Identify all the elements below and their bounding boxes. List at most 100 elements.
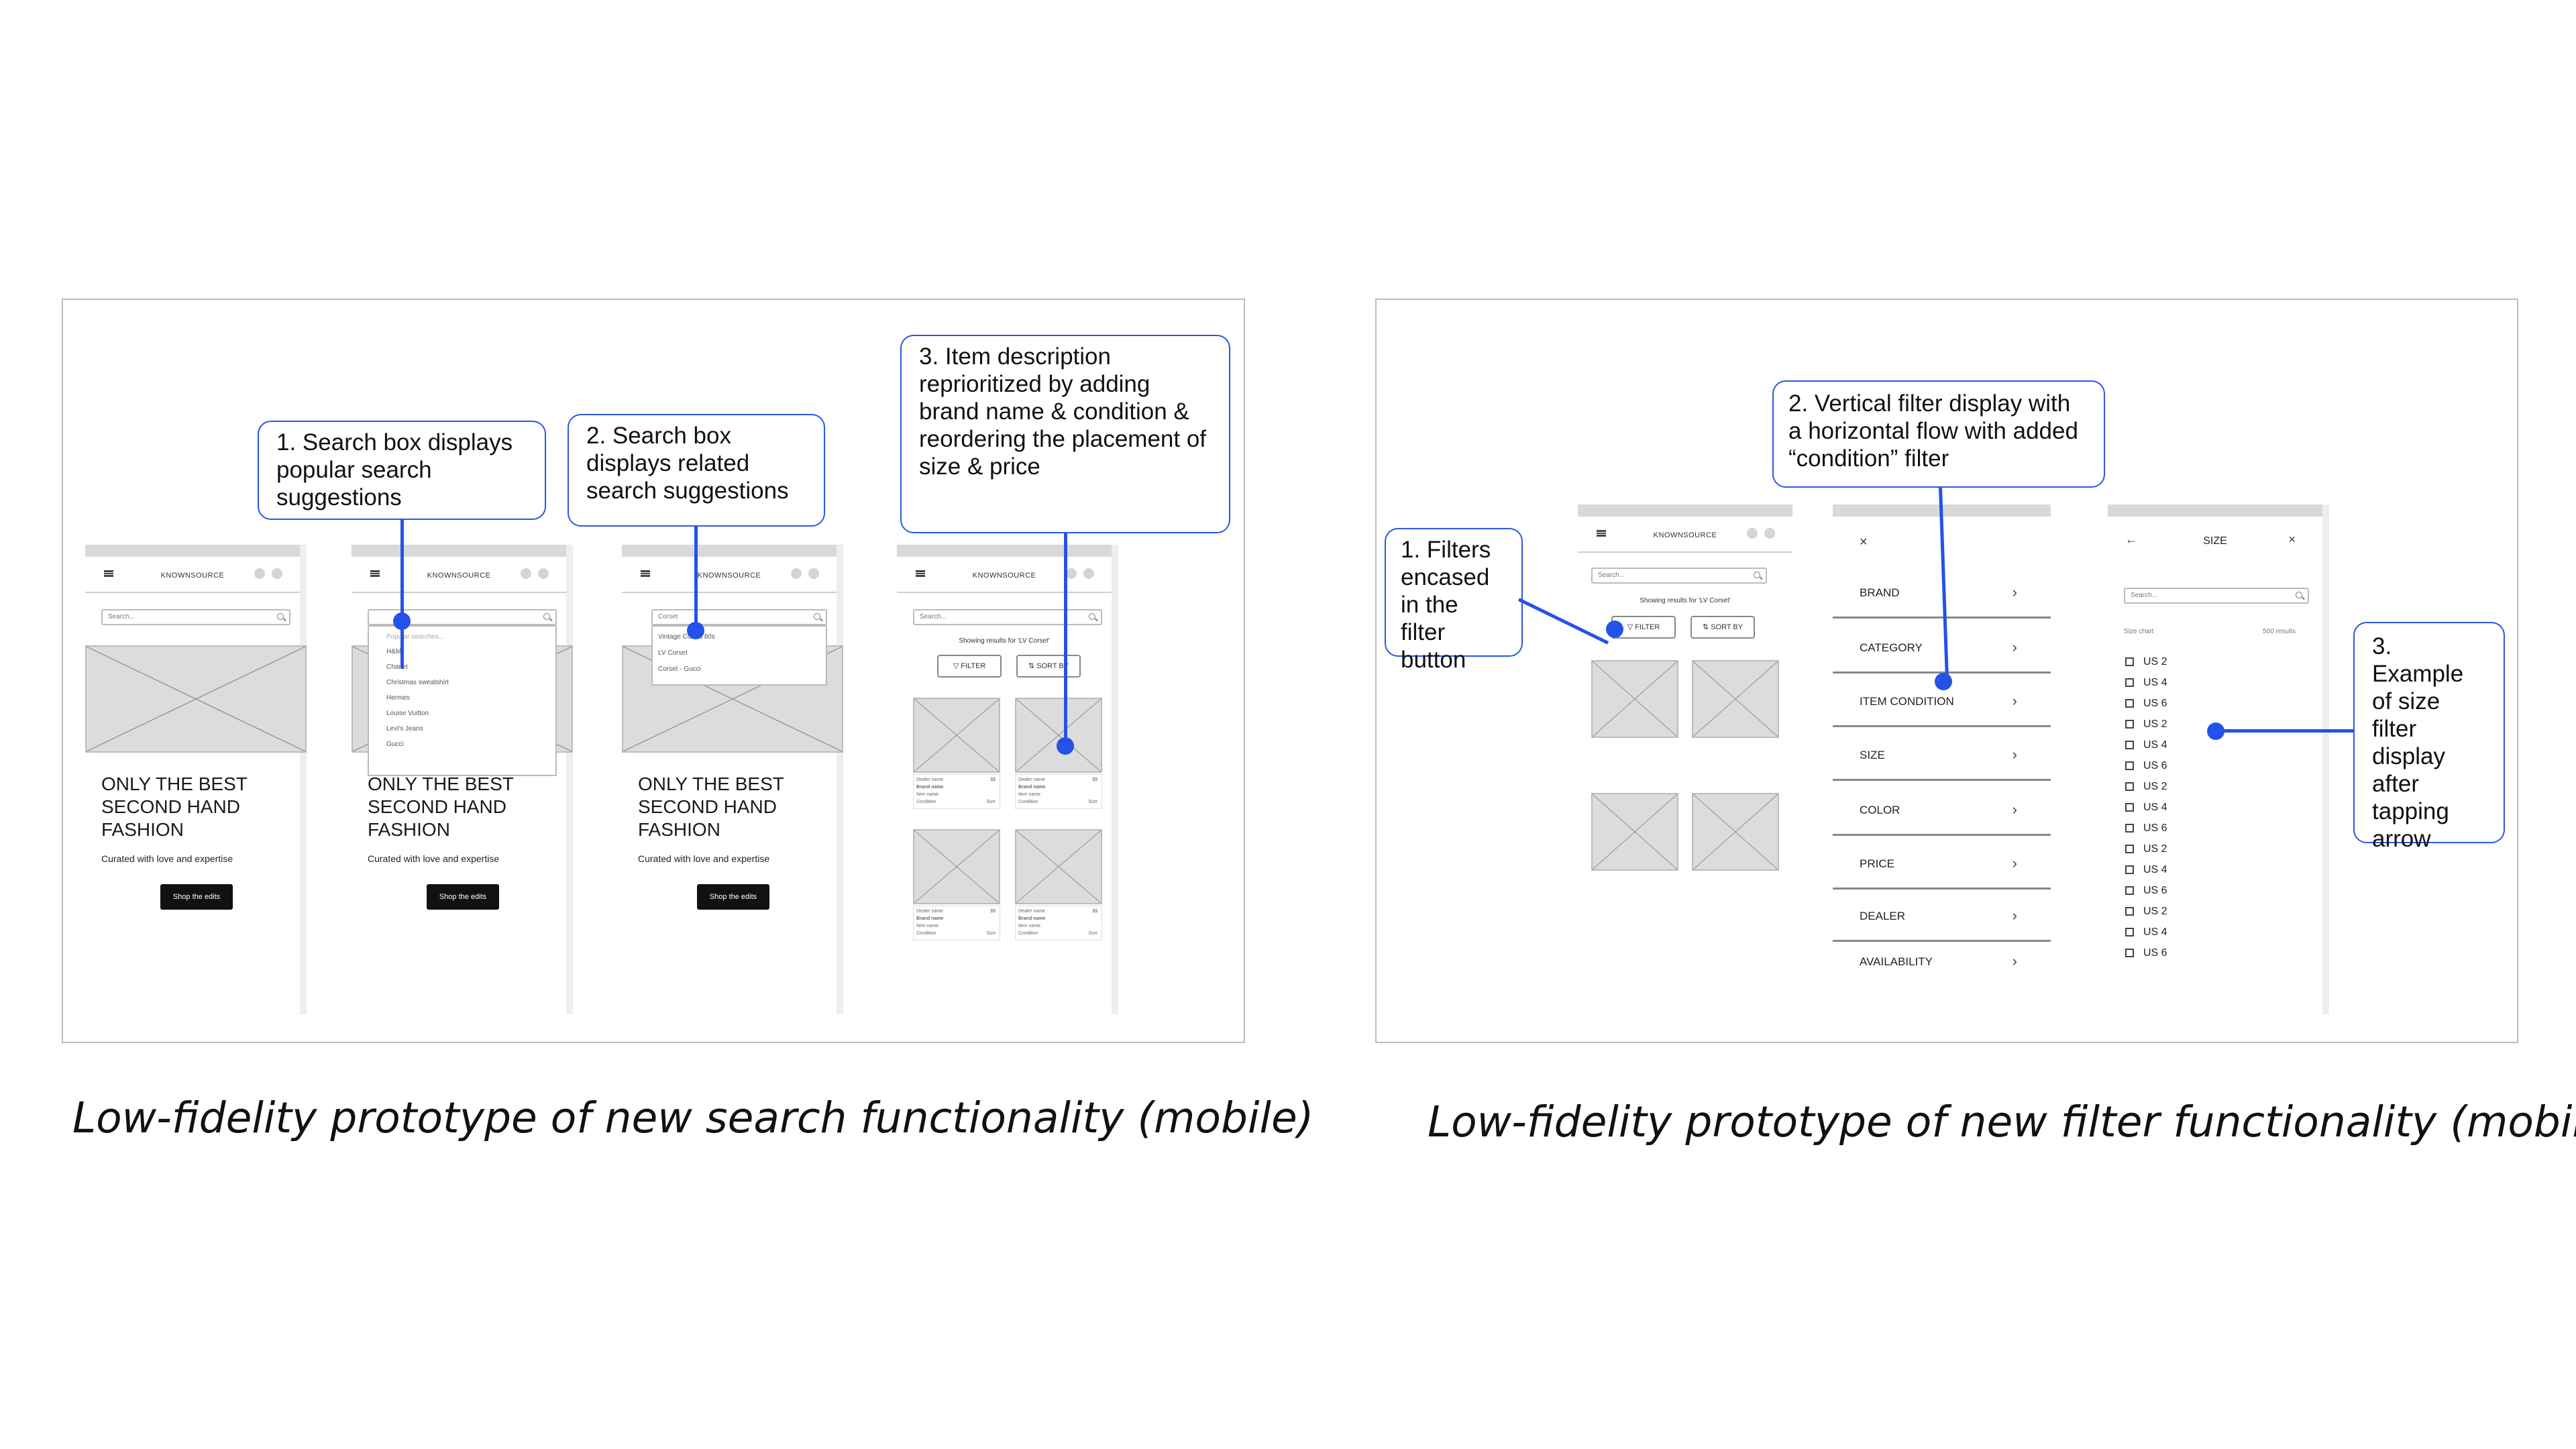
search-value: Corset [658, 613, 678, 621]
size-option[interactable]: US 2 [2125, 906, 2167, 918]
menu-icon[interactable] [1597, 530, 1606, 537]
size-option[interactable]: US 4 [2125, 677, 2167, 689]
checkbox[interactable] [2125, 782, 2134, 791]
filter-button[interactable]: ▽ FILTER [937, 655, 1002, 678]
related-item[interactable]: Vintage Corset 80s [658, 633, 715, 641]
popular-item[interactable]: H&M [386, 648, 402, 655]
product-card[interactable]: Dealer name $$ Brand name Item name Cond… [913, 698, 1000, 812]
checkbox[interactable] [2125, 741, 2134, 749]
menu-icon[interactable] [104, 570, 113, 577]
search-input[interactable]: Search... [101, 609, 290, 625]
size-option[interactable]: US 4 [2125, 926, 2167, 938]
shop-edits-button[interactable]: Shop the edits [697, 884, 769, 910]
account-icon[interactable] [1747, 528, 1758, 539]
product-image-placeholder[interactable] [1591, 660, 1678, 738]
search-input[interactable] [368, 609, 557, 625]
size-option[interactable]: US 6 [2125, 822, 2167, 835]
checkbox[interactable] [2125, 886, 2134, 895]
size-option[interactable]: US 6 [2125, 760, 2167, 772]
popular-item[interactable]: Gucci [386, 741, 404, 748]
sort-button[interactable]: ⇅ SORT BY [1016, 655, 1081, 678]
filter-item-brand[interactable]: BRAND› [1833, 565, 2051, 619]
checkbox[interactable] [2125, 803, 2134, 812]
checkbox[interactable] [2125, 949, 2134, 957]
size-option[interactable]: US 6 [2125, 698, 2167, 710]
size-label: US 6 [2143, 822, 2167, 834]
bag-icon[interactable] [538, 568, 549, 579]
hero-subtitle: Curated with love and expertise [368, 853, 500, 864]
size-label: US 4 [2143, 864, 2167, 875]
shop-edits-button[interactable]: Shop the edits [427, 884, 499, 910]
account-icon[interactable] [521, 568, 531, 579]
related-search-dropdown: Vintage Corset 80s LV Corset Corset - Gu… [651, 625, 827, 686]
checkbox[interactable] [2125, 657, 2134, 666]
shop-edits-button[interactable]: Shop the edits [160, 884, 233, 910]
checkbox[interactable] [2125, 699, 2134, 708]
popular-item[interactable]: Louise Vuitton [386, 710, 429, 717]
size-option[interactable]: US 4 [2125, 864, 2167, 876]
filter-label: AVAILABILITY [1860, 955, 1933, 968]
bag-icon[interactable] [1764, 528, 1775, 539]
price: $$ [990, 909, 996, 914]
dealer-name: Dealer name [916, 777, 944, 782]
price: $$ [990, 777, 996, 782]
checkbox[interactable] [2125, 720, 2134, 729]
menu-icon[interactable] [370, 570, 380, 577]
hero-heading: ONLY THE BEST SECOND HAND FASHION [101, 773, 248, 840]
checkbox[interactable] [2125, 845, 2134, 853]
size-option[interactable]: US 4 [2125, 802, 2167, 814]
related-item[interactable]: LV Corset [658, 649, 688, 657]
checkbox[interactable] [2125, 761, 2134, 770]
size-option[interactable]: US 2 [2125, 843, 2167, 855]
account-icon[interactable] [254, 568, 265, 579]
popular-item[interactable]: Hermes [386, 694, 411, 702]
search-placeholder: Search... [2131, 592, 2158, 599]
back-arrow-icon[interactable]: ← [2125, 533, 2137, 546]
filter-item-color[interactable]: COLOR› [1833, 782, 2051, 836]
product-card[interactable]: Dealer name $$ Brand name Item name Cond… [913, 829, 1000, 943]
popular-item[interactable]: Chanel [386, 663, 408, 671]
product-card[interactable]: Dealer name $$ Brand name Item name Cond… [1015, 698, 1102, 812]
product-image-placeholder[interactable] [1692, 660, 1779, 738]
checkbox[interactable] [2125, 824, 2134, 833]
product-card[interactable]: Dealer name $$ Brand name Item name Cond… [1015, 829, 1102, 943]
search-input[interactable]: Corset [651, 609, 827, 625]
close-icon[interactable]: × [2288, 533, 2296, 546]
filter-item-availability[interactable]: AVAILABILITY› [1833, 934, 2051, 987]
bag-icon[interactable] [1083, 568, 1094, 579]
filter-item-category[interactable]: CATEGORY› [1833, 620, 2051, 674]
filter-item-dealer[interactable]: DEALER› [1833, 888, 2051, 942]
search-input[interactable]: Search... [913, 609, 1102, 625]
menu-icon[interactable] [916, 570, 925, 577]
size-option[interactable]: US 6 [2125, 947, 2167, 959]
size-option[interactable]: US 4 [2125, 739, 2167, 751]
size-option[interactable]: US 2 [2125, 656, 2167, 668]
filter-item-price[interactable]: PRICE› [1833, 836, 2051, 890]
account-icon[interactable] [1066, 568, 1077, 579]
brand-name: Brand name [916, 785, 944, 790]
bag-icon[interactable] [272, 568, 282, 579]
chevron-right-icon: › [2012, 692, 2017, 709]
menu-icon[interactable] [641, 570, 650, 577]
checkbox[interactable] [2125, 865, 2134, 874]
close-icon[interactable]: × [1860, 535, 1868, 549]
size-chart-link[interactable]: Size chart [2124, 628, 2154, 635]
size-option[interactable]: US 2 [2125, 781, 2167, 793]
checkbox[interactable] [2125, 907, 2134, 916]
product-image-placeholder[interactable] [1591, 793, 1678, 871]
popular-item[interactable]: Levi's Jeans [386, 725, 423, 733]
checkbox[interactable] [2125, 678, 2134, 687]
checkbox[interactable] [2125, 928, 2134, 936]
size-search-input[interactable]: Search... [2124, 588, 2309, 604]
sort-button[interactable]: ⇅ SORT BY [1690, 616, 1755, 639]
search-input[interactable]: Search... [1591, 568, 1767, 584]
related-item[interactable]: Corset - Gucci [658, 665, 701, 673]
product-image-placeholder[interactable] [1692, 793, 1779, 871]
bag-icon[interactable] [808, 568, 819, 579]
filter-item-size[interactable]: SIZE› [1833, 727, 2051, 781]
filter-item-condition[interactable]: ITEM CONDITION› [1833, 674, 2051, 727]
size-option[interactable]: US 2 [2125, 718, 2167, 731]
size-option[interactable]: US 6 [2125, 885, 2167, 897]
popular-item[interactable]: Christmas sweatshirt [386, 679, 449, 686]
account-icon[interactable] [791, 568, 802, 579]
